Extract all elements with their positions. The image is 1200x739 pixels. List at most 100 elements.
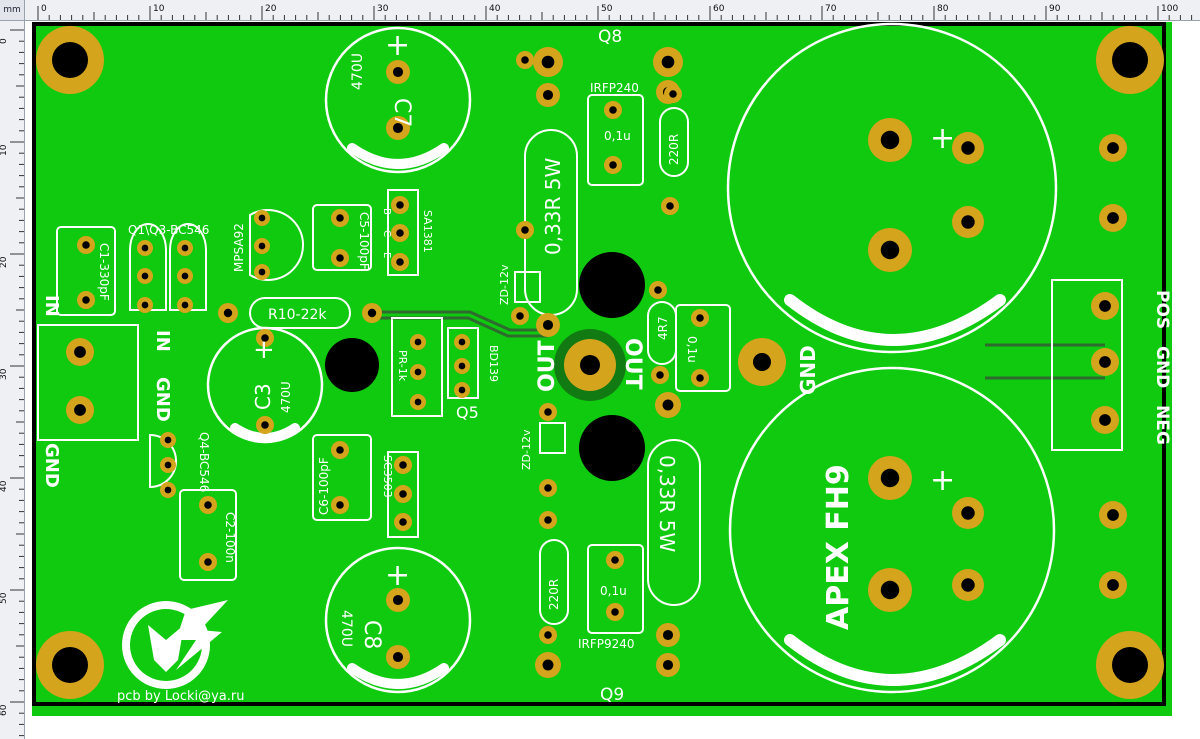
c7-plus-sign: + [385,28,410,63]
drill-hole [181,244,189,252]
drill-hole [204,501,212,509]
cap-top-plus-sign: + [930,121,955,156]
drill-hole [458,362,466,370]
c1-label: C1-330pF [97,243,111,301]
zd-bot-label: ZD-12v [520,429,533,470]
q3-outline [169,223,207,311]
board-edge-strip [32,708,1172,716]
credit-label: pcb by Locki@ya.ru [117,689,245,704]
c6-label: C6-100pF [317,457,331,515]
drill-hole [74,346,86,358]
drill-hole [396,229,404,237]
drill-hole [74,404,86,416]
apex-title: APEX FH9 [821,464,856,630]
gnd-label: GND [152,377,173,422]
r220-bot-label: 220R [547,579,561,610]
power-resistor-bot-label: 0,33R 5W [655,455,679,553]
drill-hole [399,461,407,469]
left-ruler [0,20,25,739]
drill-hole [1107,142,1119,154]
sc3503-outline [387,451,419,538]
c7-label: C7 [389,98,414,127]
c6-outline [312,434,372,521]
drill-hole [609,106,617,114]
sa1381-label: SA1381 [421,210,434,253]
drill-hole [516,312,524,320]
drill-hole [336,254,344,262]
transistor-mount-hole [579,252,645,318]
mpsa92-outline [249,209,305,281]
top-ruler-label: 100 [1161,4,1178,14]
drill-hole [696,374,704,382]
left-ruler-label: 30 [0,368,9,380]
top-ruler-label: 40 [489,4,501,14]
drill-hole [880,580,900,600]
output-pads[interactable] [554,329,786,401]
c7-outline [324,26,472,174]
sc3503-label: SC3503 [381,455,394,498]
drill-hole [1107,212,1119,224]
drill-hole [542,659,554,671]
drill-hole [458,338,466,346]
drill-hole [669,90,677,98]
drill-hole [223,308,233,318]
pads[interactable] [66,47,1127,678]
r220-top-outline [659,107,689,177]
bd139-label: BD139 [487,345,500,382]
c3-value: 470U [279,381,293,413]
c2-label: C2-100n [223,512,237,563]
in-edge-label: IN [41,295,62,317]
sa1381-pin-e: E [381,252,392,258]
drill-hole [392,122,404,134]
drill-hole [414,368,422,376]
r220-top-label: 220R [667,134,681,165]
gnd-output-label: GND [796,345,820,395]
left-ruler-label: 40 [0,480,9,492]
drill-hole [1099,300,1111,312]
drill-hole [696,314,704,322]
drill-hole [542,319,554,331]
drill-hole [392,66,404,78]
cap-bot-01u-label: 0,1u [600,584,627,598]
top-ruler-label: 10 [153,4,165,14]
transistor-holes [325,252,645,481]
c3-plus-sign: + [253,335,275,365]
q5-label: Q5 [456,403,479,422]
drill-hole [880,240,900,260]
capacitor-outline-bottom [728,366,1056,694]
q8-label: Q8 [598,27,622,47]
in-label: IN [152,330,173,352]
cap-top-01u-outline [587,94,644,186]
top-ruler-label: 80 [937,4,949,14]
drill-hole [164,436,172,444]
left-ruler-label: 50 [0,592,9,604]
drill-hole [181,301,189,309]
c5-label: C5-100pF [357,212,371,270]
drill-hole [1099,356,1111,368]
gnd-edge-label: GND [41,443,62,488]
drill-hole [164,486,172,494]
drill-hole [82,296,90,304]
c5-outline [312,204,372,271]
drill-hole [204,558,212,566]
drill-hole [82,241,90,249]
r10-label: R10-22k [268,307,327,323]
drill-hole [662,629,674,641]
drill-hole [396,201,404,209]
drill-hole [258,268,266,276]
drill-hole [542,89,554,101]
drill-hole [164,461,172,469]
gnd-right-label: GND [1152,346,1172,388]
pos-label: POS [1152,290,1172,329]
drill-hole [261,421,269,429]
sa1381-pin-b: B [381,208,392,215]
sa1381-pin-c: C [381,230,392,237]
sa1381-outline [387,189,419,276]
drill-hole [336,501,344,509]
mpsa92-label: MPSA92 [232,223,246,272]
zd-top-label: ZD-12v [498,264,511,305]
drill-hole [656,371,664,379]
c2-outline [179,489,237,581]
q1-outline [129,223,167,311]
